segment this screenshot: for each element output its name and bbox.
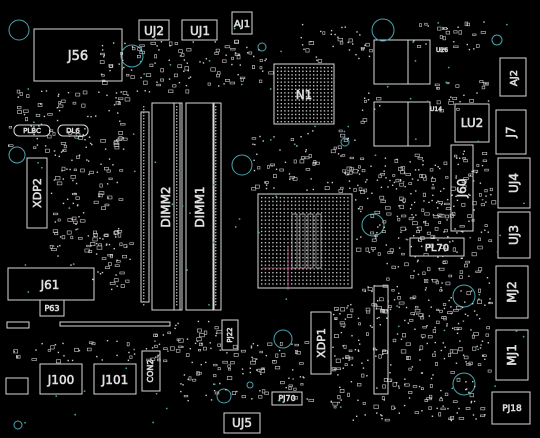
label-j101: J101 xyxy=(101,373,128,387)
label-pj18: PJ18 xyxy=(502,404,522,414)
mounting-hole xyxy=(361,213,385,237)
mounting-hole xyxy=(371,18,395,42)
label-dl6: DL6 xyxy=(66,127,80,135)
connector-con2 xyxy=(141,350,161,392)
connector-uj3 xyxy=(497,211,531,259)
mounting-hole xyxy=(8,146,26,164)
dimm2-slot xyxy=(151,102,181,311)
connector-uj5 xyxy=(223,412,261,434)
label-j60: J60 xyxy=(455,179,469,199)
chip-n1 xyxy=(273,63,335,125)
connector-mj2 xyxy=(495,265,529,319)
connector-j7 xyxy=(495,109,527,155)
label-uj4: UJ4 xyxy=(507,173,521,193)
label-lu2: LU2 xyxy=(461,116,484,130)
label-aj2: AJ2 xyxy=(509,70,520,86)
label-j100: J100 xyxy=(47,373,74,387)
label-n1: N1 xyxy=(296,88,313,102)
label-j56: J56 xyxy=(67,49,88,64)
label-con2: CON2 xyxy=(146,360,155,383)
connector-xdp1 xyxy=(310,311,332,375)
connector-mj1 xyxy=(495,329,529,381)
label-dimm1: DIMM1 xyxy=(193,186,207,227)
mounting-hole xyxy=(491,34,503,46)
connector-xdp2 xyxy=(26,157,48,229)
mounting-hole xyxy=(120,44,144,68)
mounting-hole xyxy=(216,388,232,404)
connector-aj1 xyxy=(231,11,253,35)
connector-j100 xyxy=(39,363,83,395)
connector-j56 xyxy=(33,28,123,82)
label-aj1: AJ1 xyxy=(234,19,250,30)
dimm1-slot xyxy=(185,102,215,311)
connector-pj70 xyxy=(271,391,303,406)
connector-pj18 xyxy=(491,391,531,425)
label-pj22: PJ22 xyxy=(226,327,234,342)
label-uj5: UJ5 xyxy=(232,416,252,430)
label-u14: U14 xyxy=(430,106,442,113)
label-dimm2: DIMM2 xyxy=(159,186,173,227)
label-uj2: UJ2 xyxy=(144,24,164,38)
connector-uj4 xyxy=(497,157,531,209)
label-xdp2: XDP2 xyxy=(31,178,44,208)
connector-pj22 xyxy=(221,319,239,351)
label-mj1: MJ1 xyxy=(505,344,519,366)
connector-aj2 xyxy=(499,57,527,97)
label-p63: P63 xyxy=(44,304,59,313)
mounting-hole xyxy=(13,420,23,430)
mounting-hole xyxy=(231,154,253,176)
mounting-hole xyxy=(452,284,476,308)
mounting-hole xyxy=(8,19,30,41)
label-pl70: PL70 xyxy=(425,243,449,254)
chip-lu2 xyxy=(454,103,490,143)
label-xdp1: XDP1 xyxy=(315,328,328,358)
connector-uj1 xyxy=(181,19,218,41)
component-field xyxy=(8,21,525,424)
label-uj3: UJ3 xyxy=(507,225,521,245)
label-mj2: MJ2 xyxy=(505,281,519,303)
crosshair-marker xyxy=(262,246,310,290)
connector-j101 xyxy=(93,363,137,395)
label-j7: J7 xyxy=(504,126,518,138)
cpu-bga xyxy=(257,193,353,289)
connector-uj2 xyxy=(138,19,170,41)
connector-p63 xyxy=(39,299,65,317)
label-plbc: PLBC xyxy=(23,127,41,135)
mounting-hole xyxy=(273,329,293,349)
label-pj70: PJ70 xyxy=(278,394,295,403)
label-j61: J61 xyxy=(40,278,60,292)
inductor-pl70 xyxy=(409,237,465,257)
mounting-hole xyxy=(452,372,476,396)
label-uj1: UJ1 xyxy=(190,24,210,38)
